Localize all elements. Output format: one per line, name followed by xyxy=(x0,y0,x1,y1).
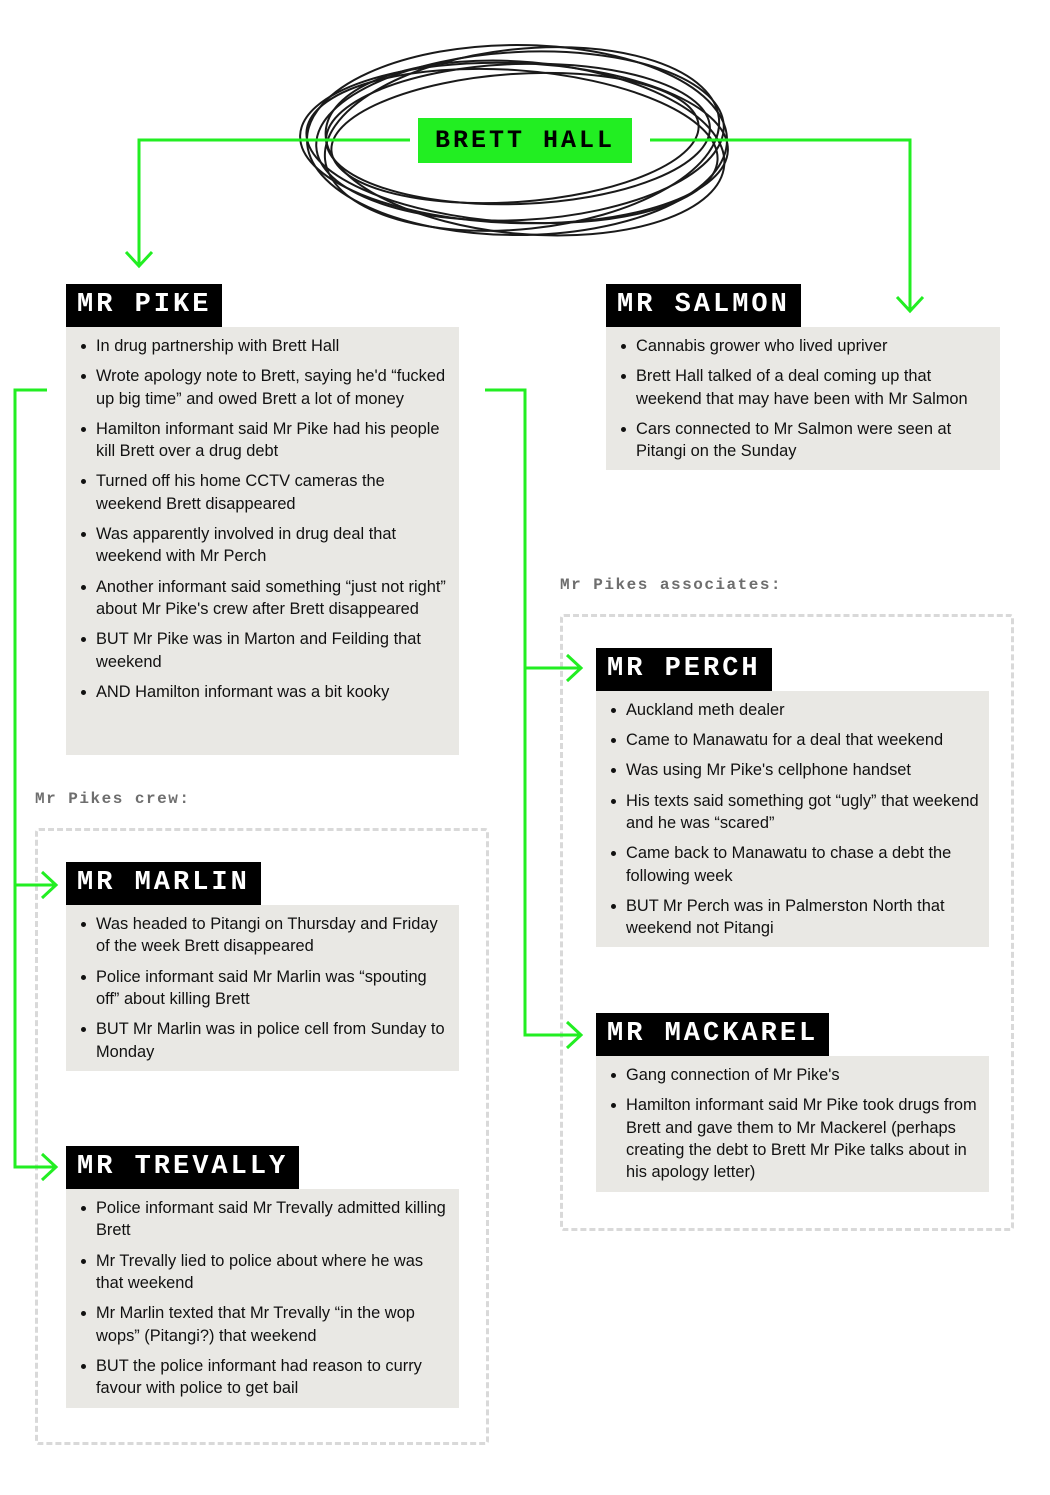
salmon-point: Brett Hall talked of a deal coming up th… xyxy=(621,365,990,410)
perch-point: Came to Manawatu for a deal that weekend xyxy=(611,729,979,751)
mackarel-point: Gang connection of Mr Pike's xyxy=(611,1064,979,1086)
marlin-point: Was headed to Pitangi on Thursday and Fr… xyxy=(81,913,449,958)
center-name-label: BRETT HALL xyxy=(418,118,632,163)
crew-group-box xyxy=(35,828,489,1445)
mackarel-title: MR MACKAREL xyxy=(596,1013,830,1056)
trevally-title: MR TREVALLY xyxy=(66,1146,300,1189)
perch-points: Auckland meth dealer Came to Manawatu fo… xyxy=(611,699,979,940)
perch-point: Came back to Manawatu to chase a debt th… xyxy=(611,842,979,887)
trevally-card: Police informant said Mr Trevally admitt… xyxy=(66,1189,459,1408)
connector-to-salmon xyxy=(650,138,912,310)
pike-card: In drug partnership with Brett Hall Wrot… xyxy=(66,327,459,755)
pike-point: Turned off his home CCTV cameras the wee… xyxy=(81,470,449,515)
trevally-point: Mr Trevally lied to police about where h… xyxy=(81,1250,449,1295)
crew-group-label: Mr Pikes crew: xyxy=(35,790,191,808)
pike-point: Hamilton informant said Mr Pike had his … xyxy=(81,418,449,463)
salmon-point: Cars connected to Mr Salmon were seen at… xyxy=(621,418,990,463)
perch-point: BUT Mr Perch was in Palmerston North tha… xyxy=(611,895,979,940)
trevally-point: Police informant said Mr Trevally admitt… xyxy=(81,1197,449,1242)
scribble-circle xyxy=(299,44,729,237)
trevally-point: Mr Marlin texted that Mr Trevally “in th… xyxy=(81,1302,449,1347)
salmon-points: Cannabis grower who lived upriver Brett … xyxy=(621,335,990,463)
salmon-point: Cannabis grower who lived upriver xyxy=(621,335,990,357)
pike-points: In drug partnership with Brett Hall Wrot… xyxy=(81,335,449,703)
marlin-points: Was headed to Pitangi on Thursday and Fr… xyxy=(81,913,449,1063)
pike-point: AND Hamilton informant was a bit kooky xyxy=(81,681,449,703)
marlin-point: BUT Mr Marlin was in police cell from Su… xyxy=(81,1018,449,1063)
perch-title: MR PERCH xyxy=(596,648,772,691)
marlin-point: Police informant said Mr Marlin was “spo… xyxy=(81,966,449,1011)
connector-pike-associates xyxy=(485,388,580,1037)
pike-point: Wrote apology note to Brett, saying he'd… xyxy=(81,365,449,410)
arrow-to-mackarel xyxy=(565,1020,584,1050)
salmon-title: MR SALMON xyxy=(606,284,801,327)
arrow-to-trevally xyxy=(40,1152,59,1182)
pike-point: Another informant said something “just n… xyxy=(81,576,449,621)
perch-point: Auckland meth dealer xyxy=(611,699,979,721)
perch-point: His texts said something got “ugly” that… xyxy=(611,790,979,835)
pike-point: Was apparently involved in drug deal tha… xyxy=(81,523,449,568)
arrow-to-marlin xyxy=(40,870,59,900)
perch-card: Auckland meth dealer Came to Manawatu fo… xyxy=(596,691,989,947)
arrow-to-salmon xyxy=(895,295,925,314)
pike-title: MR PIKE xyxy=(66,284,223,327)
arrow-to-pike xyxy=(124,250,154,269)
mackarel-points: Gang connection of Mr Pike's Hamilton in… xyxy=(611,1064,979,1184)
connector-pike-crew xyxy=(13,388,55,1169)
trevally-points: Police informant said Mr Trevally admitt… xyxy=(81,1197,449,1400)
salmon-card: Cannabis grower who lived upriver Brett … xyxy=(606,327,1000,470)
mackarel-point: Hamilton informant said Mr Pike took dru… xyxy=(611,1094,979,1184)
arrow-to-perch xyxy=(565,653,584,683)
associates-group-label: Mr Pikes associates: xyxy=(560,576,783,594)
pike-point: BUT Mr Pike was in Marton and Feilding t… xyxy=(81,628,449,673)
trevally-point: BUT the police informant had reason to c… xyxy=(81,1355,449,1400)
mackarel-card: Gang connection of Mr Pike's Hamilton in… xyxy=(596,1056,989,1192)
connector-to-pike xyxy=(137,138,410,265)
marlin-card: Was headed to Pitangi on Thursday and Fr… xyxy=(66,905,459,1071)
associates-group-box xyxy=(560,614,1014,1231)
pike-point: In drug partnership with Brett Hall xyxy=(81,335,449,357)
perch-point: Was using Mr Pike's cellphone handset xyxy=(611,759,979,781)
marlin-title: MR MARLIN xyxy=(66,862,261,905)
